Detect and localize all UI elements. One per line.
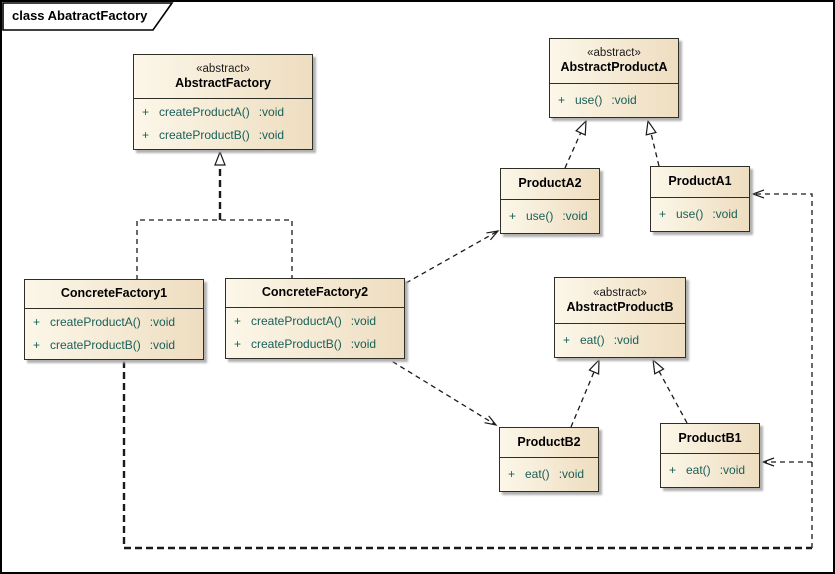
realization-productb2-to-abstractproductb[interactable] [570,358,600,428]
stereotype-label: «abstract» [587,47,641,59]
dependency-concretefactory1-to-producta1[interactable] [751,189,813,548]
class-header: «abstract» AbstractFactory [134,55,312,99]
class-name: ProductB2 [517,434,581,449]
operations-compartment: +use():void [550,84,678,117]
dependency-concretefactory2-to-producta2[interactable] [405,230,500,284]
operations-compartment: +createProductA():void +createProductB()… [25,309,203,359]
method-row: +use():void [509,209,588,223]
operations-compartment: +createProductA():void +createProductB()… [226,308,404,358]
realization-concretefactories-branches[interactable] [136,219,293,280]
method-row: +eat():void [669,463,746,477]
class-productb2[interactable]: ProductB2 +eat():void [499,427,599,492]
method-row: +eat():void [563,333,640,347]
class-productb1[interactable]: ProductB1 +eat():void [660,423,760,488]
diagram-frame-title: class AbatractFactory [12,8,148,23]
dependency-concretefactory2-to-productb2[interactable] [384,356,498,426]
class-header: «abstract» AbstractProductA [550,39,678,84]
frame-title-tab [2,2,174,31]
class-header: «abstract» AbstractProductB [555,278,685,324]
class-name: ProductA2 [518,176,582,191]
class-producta1[interactable]: ProductA1 +use():void [650,166,750,232]
operations-compartment: +use():void [501,200,599,233]
method-row: +createProductB():void [33,338,176,352]
class-name: AbstractFactory [175,75,271,90]
class-header: ProductB1 [661,424,759,454]
method-row: +createProductA():void [142,105,285,119]
class-name: AbstractProductB [566,299,674,314]
realization-productb1-to-abstractproductb[interactable] [652,358,688,424]
method-row: +use():void [558,93,637,107]
operations-compartment: +use():void [651,198,749,231]
operations-compartment: +eat():void [555,324,685,357]
realization-producta2-to-abstractproducta[interactable] [564,119,587,169]
method-row: +createProductB():void [234,337,377,351]
class-header: ProductB2 [500,428,598,458]
realization-producta1-to-abstractproducta[interactable] [645,119,660,167]
class-producta2[interactable]: ProductA2 +use():void [500,168,600,234]
class-name: ProductA1 [668,174,732,189]
dependency-concretefactory1-route[interactable] [122,361,812,550]
class-header: ProductA1 [651,167,749,198]
class-name: AbstractProductA [560,60,668,75]
method-row: +eat():void [508,467,585,481]
class-name: ConcreteFactory2 [261,285,369,300]
class-name: ProductB1 [678,430,742,445]
method-row: +use():void [659,207,738,221]
class-header: ConcreteFactory2 [226,279,404,308]
class-name: ConcreteFactory1 [60,286,168,301]
operations-compartment: +eat():void [500,458,598,491]
class-abstractproducta[interactable]: «abstract» AbstractProductA +use():void [549,38,679,118]
operations-compartment: +createProductA():void +createProductB()… [134,99,312,149]
method-row: +createProductA():void [33,315,176,329]
class-abstractproductb[interactable]: «abstract» AbstractProductB +eat():void [554,277,686,358]
class-concretefactory2[interactable]: ConcreteFactory2 +createProductA():void … [225,278,405,359]
stereotype-label: «abstract» [593,286,647,299]
stereotype-label: «abstract» [196,62,250,75]
operations-compartment: +eat():void [661,454,759,487]
class-concretefactory1[interactable]: ConcreteFactory1 +createProductA():void … [24,279,204,360]
class-header: ProductA2 [501,169,599,200]
class-abstractfactory[interactable]: «abstract» AbstractFactory +createProduc… [133,54,313,150]
class-header: ConcreteFactory1 [25,280,203,309]
method-row: +createProductB():void [142,128,285,142]
method-row: +createProductA():void [234,314,377,328]
